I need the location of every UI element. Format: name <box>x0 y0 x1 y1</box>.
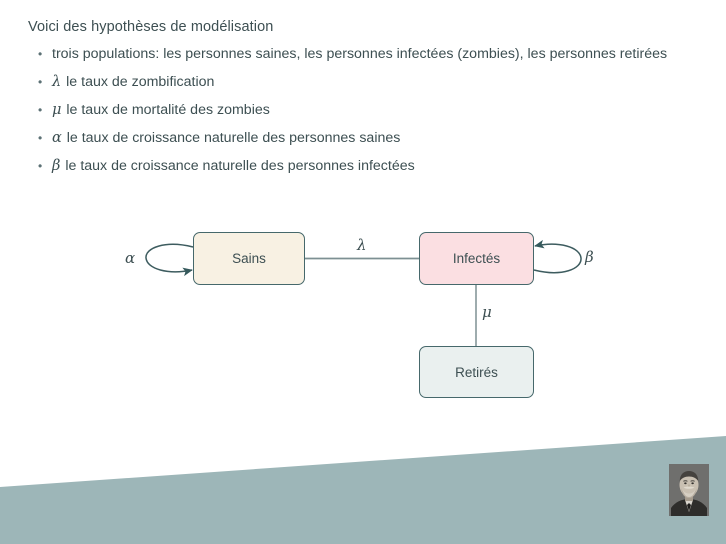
list-item: • λ le taux de zombification <box>36 72 676 93</box>
list-item: • α le taux de croissance naturelle des … <box>36 128 676 149</box>
edge-alpha-self-loop <box>145 243 194 277</box>
list-item-text: λ le taux de zombification <box>52 74 215 90</box>
edge-label-mu: μ <box>482 303 492 321</box>
edge-beta-self-loop <box>533 239 582 274</box>
bullet-marker-icon: • <box>38 159 43 173</box>
bullet-marker-icon: • <box>38 47 43 61</box>
bullet-marker-icon: • <box>38 103 43 117</box>
list-item-text: trois populations: les personnes saines,… <box>52 46 668 62</box>
portrait-image <box>669 464 709 516</box>
math-symbol-lambda: λ <box>52 74 62 90</box>
edge-label-alpha: α <box>125 249 136 267</box>
math-symbol-alpha: α <box>52 130 62 146</box>
edge-label-beta: β <box>585 248 594 266</box>
node-retires[interactable]: Retirés <box>419 346 534 398</box>
list-item: • μ le taux de mortalité des zombies <box>36 100 676 121</box>
list-item-text: μ le taux de mortalité des zombies <box>52 102 270 118</box>
node-infectes-label: Infectés <box>452 251 501 266</box>
bullet-marker-icon: • <box>38 131 43 145</box>
portrait-photo <box>669 464 709 516</box>
math-symbol-mu: μ <box>52 102 62 118</box>
node-retires-label: Retirés <box>455 364 498 380</box>
node-infectes[interactable]: Infectés <box>419 232 534 285</box>
intro-heading: Voici des hypothèses de modélisation <box>28 19 274 35</box>
node-sains-label: Sains <box>232 251 266 266</box>
hypotheses-list: • trois populations: les personnes saine… <box>36 44 676 184</box>
bullet-marker-icon: • <box>38 75 43 89</box>
node-sains[interactable]: Sains <box>193 232 305 285</box>
list-item: • trois populations: les personnes saine… <box>36 44 676 65</box>
edge-label-lambda: λ <box>357 236 367 254</box>
list-item-text: α le taux de croissance naturelle des pe… <box>52 130 401 146</box>
list-item-text: β le taux de croissance naturelle des pe… <box>52 158 415 174</box>
math-symbol-beta: β <box>52 158 61 174</box>
list-item: • β le taux de croissance naturelle des … <box>36 156 676 177</box>
